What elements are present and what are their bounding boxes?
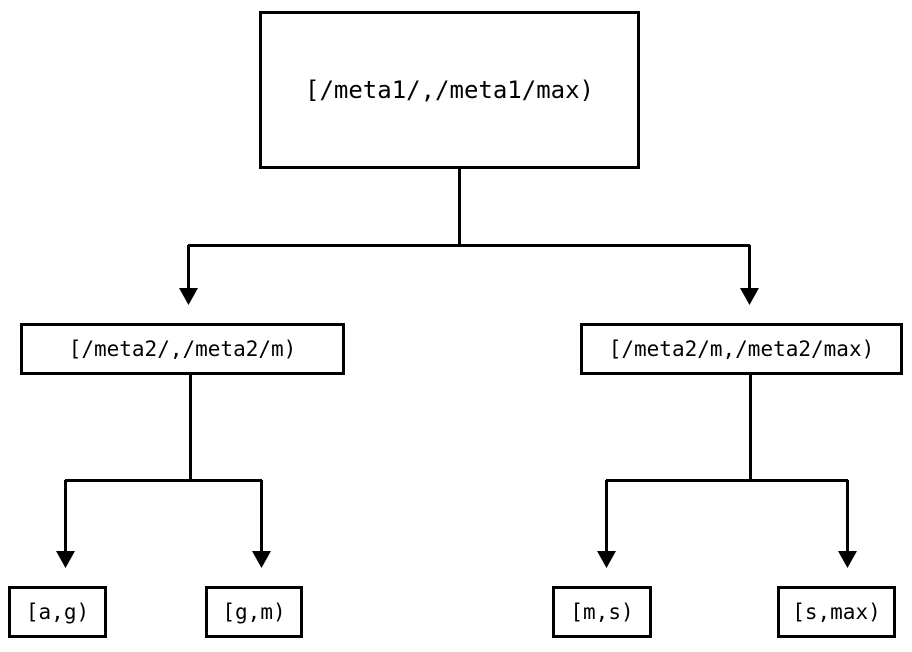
tree-node-root[interactable]: [/meta1/,/meta1/max) <box>259 11 640 169</box>
tree-node-leaf-1[interactable]: [a,g) <box>8 586 107 638</box>
tree-node-mid-right[interactable]: [/meta2/m,/meta2/max) <box>580 323 903 375</box>
tree-node-leaf-3[interactable]: [m,s) <box>552 586 652 638</box>
tree-node-leaf-2[interactable]: [g,m) <box>205 586 303 638</box>
arrowhead-to-mid-left <box>179 288 198 305</box>
arrowhead-to-leaf-4 <box>838 551 857 568</box>
arrowhead-to-leaf-2 <box>252 551 271 568</box>
arrowhead-to-mid-right <box>740 288 759 305</box>
arrowhead-to-leaf-3 <box>597 551 616 568</box>
tree-node-mid-left[interactable]: [/meta2/,/meta2/m) <box>20 323 345 375</box>
tree-node-leaf-4[interactable]: [s,max) <box>777 586 896 638</box>
arrowhead-to-leaf-1 <box>56 551 75 568</box>
